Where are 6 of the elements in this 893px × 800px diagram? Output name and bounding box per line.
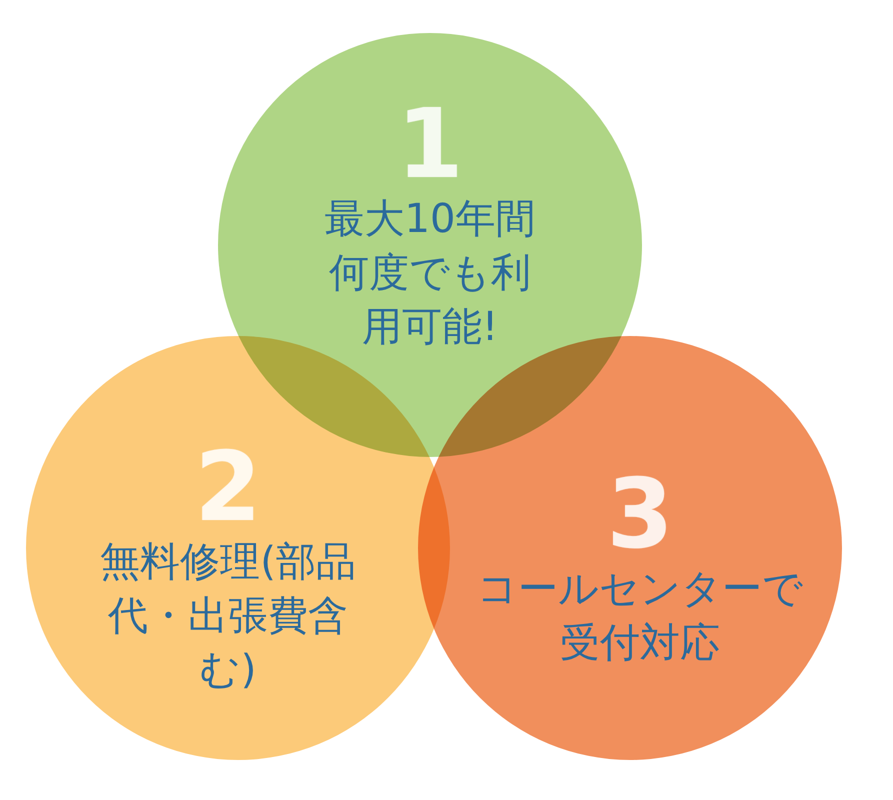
feature-text: コールセンターで受付対応 [476,565,804,668]
circle-number: 3 [606,466,674,562]
feature-text: 無料修理(部品代・出張費含む) [99,538,357,695]
circle-number: 2 [194,439,262,535]
feature-text: 最大10年間何度でも利用可能! [324,195,536,352]
circle-number: 1 [396,96,464,192]
